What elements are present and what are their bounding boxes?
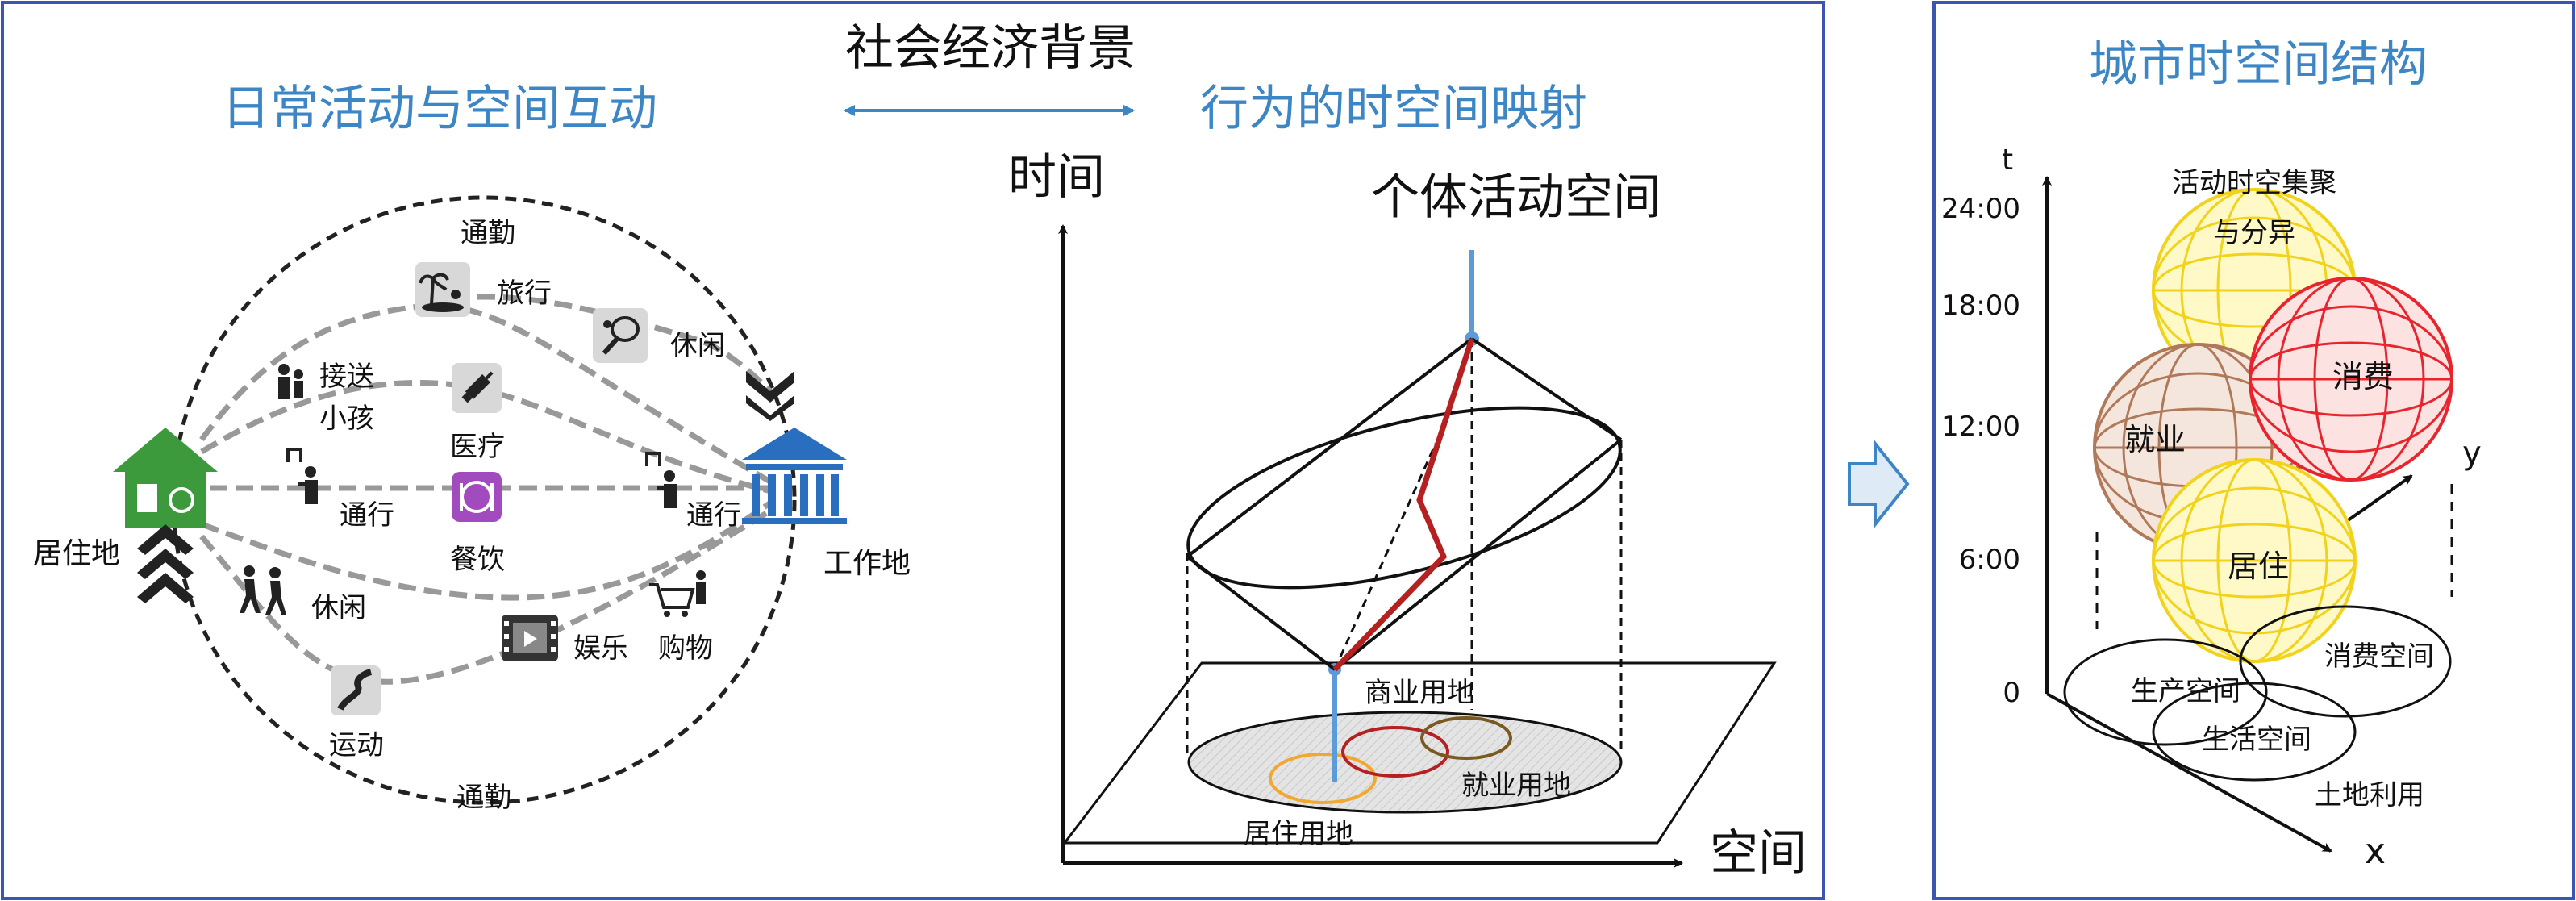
tick-0000: 0 (2003, 677, 2020, 709)
production-space-label: 生产空间 (2131, 675, 2240, 707)
living-space (2152, 682, 2357, 782)
sphere-consumption-label: 消费 (2332, 359, 2394, 394)
right-panel-frame (1932, 1, 2575, 900)
film-icon (502, 615, 558, 661)
commute-bottom-label: 通勤 (456, 782, 511, 814)
work-label: 工作地 (823, 547, 911, 580)
hikers-icon (240, 565, 286, 615)
shopping-label: 购物 (658, 632, 713, 665)
y-axis-label: y (2462, 435, 2482, 472)
consumption-space-label: 消费空间 (2324, 640, 2434, 673)
tick-0600: 6:00 (1959, 544, 2020, 576)
home-label: 居住地 (33, 537, 120, 570)
commute-left-label: 通行 (340, 499, 394, 532)
tick-1200: 12:00 (1941, 411, 2020, 443)
tick-2400: 24:00 (1941, 193, 2020, 225)
dining-icon (452, 472, 502, 522)
shopping-icon (649, 570, 706, 617)
employment-label: 就业用地 (1461, 770, 1571, 802)
urban-structure-chart: t x y 24:00 18:00 12:00 6:00 0 (1941, 144, 2482, 872)
chevron-down-icon (746, 371, 794, 421)
arrow-icon (1848, 439, 1910, 529)
road-icon (331, 665, 381, 715)
family-icon (278, 364, 303, 399)
commute-top-label: 通勤 (461, 217, 515, 249)
commercial-label: 商业用地 (1365, 677, 1474, 709)
leisure-top-label: 休闲 (670, 330, 725, 362)
cluster-label-line2: 与分异 (2213, 217, 2295, 249)
commuter-icon (286, 448, 318, 504)
left-panel-frame (1, 1, 1825, 900)
residential-ring (1269, 753, 1377, 804)
commute-right-label: 通行 (686, 499, 741, 532)
sports-label: 运动 (329, 729, 384, 761)
land-ellipse (1187, 711, 1623, 814)
medical-label: 医疗 (450, 431, 505, 463)
t-axis-label: t (2002, 144, 2013, 177)
title-behavior-mapping: 行为的时空间映射 (1200, 81, 1587, 137)
travel-icon (415, 262, 470, 317)
activity-cycle: 通勤 通勤 居住地 (33, 195, 911, 814)
title-daily-activities: 日常活动与空间互动 (222, 81, 657, 137)
tennis-icon (593, 308, 648, 363)
x-axis (2046, 692, 2332, 853)
tick-1800: 18:00 (1941, 290, 2020, 322)
building-icon (742, 428, 847, 524)
sphere-employment-label: 就业 (2124, 422, 2186, 457)
pickup-label-line1: 接送 (319, 361, 374, 393)
living-space-label: 生活空间 (2202, 724, 2311, 756)
title-socioeconomic: 社会经济背景 (845, 20, 1136, 77)
medical-icon (452, 363, 502, 413)
individual-space-label: 个体活动空间 (1371, 169, 1661, 226)
commercial-ring (1420, 716, 1512, 760)
commuter-icon (645, 452, 677, 508)
chevron-up-icon (137, 524, 194, 603)
home-icon (113, 428, 218, 528)
leisure-bottom-label: 休闲 (311, 592, 366, 624)
land-use-label: 土地利用 (2315, 779, 2424, 811)
cluster-label-line1: 活动时空集聚 (2172, 167, 2336, 199)
space-axis-label: 空间 (1710, 825, 1807, 882)
dining-label: 餐饮 (450, 544, 505, 576)
time-axis-label: 时间 (1008, 149, 1105, 206)
employment-ring (1341, 726, 1449, 778)
sphere-residence-label: 居住 (2228, 549, 2289, 584)
pickup-label-line2: 小孩 (319, 403, 374, 435)
consumption-space (2239, 605, 2452, 718)
space-time-cone: 时间 空间 个体活动空间 商业用地 就业用地 居住用地 (1008, 149, 1807, 882)
title-urban-structure: 城市时空间结构 (2089, 36, 2428, 93)
commute-ellipse (171, 195, 797, 805)
sphere-consumption (2249, 277, 2453, 482)
x-axis-label: x (2365, 831, 2386, 872)
activity-path (1332, 337, 1475, 672)
entertainment-label: 娱乐 (573, 632, 628, 665)
travel-label: 旅行 (497, 277, 552, 310)
residential-label: 居住用地 (1244, 818, 1353, 850)
production-space (2063, 638, 2268, 746)
